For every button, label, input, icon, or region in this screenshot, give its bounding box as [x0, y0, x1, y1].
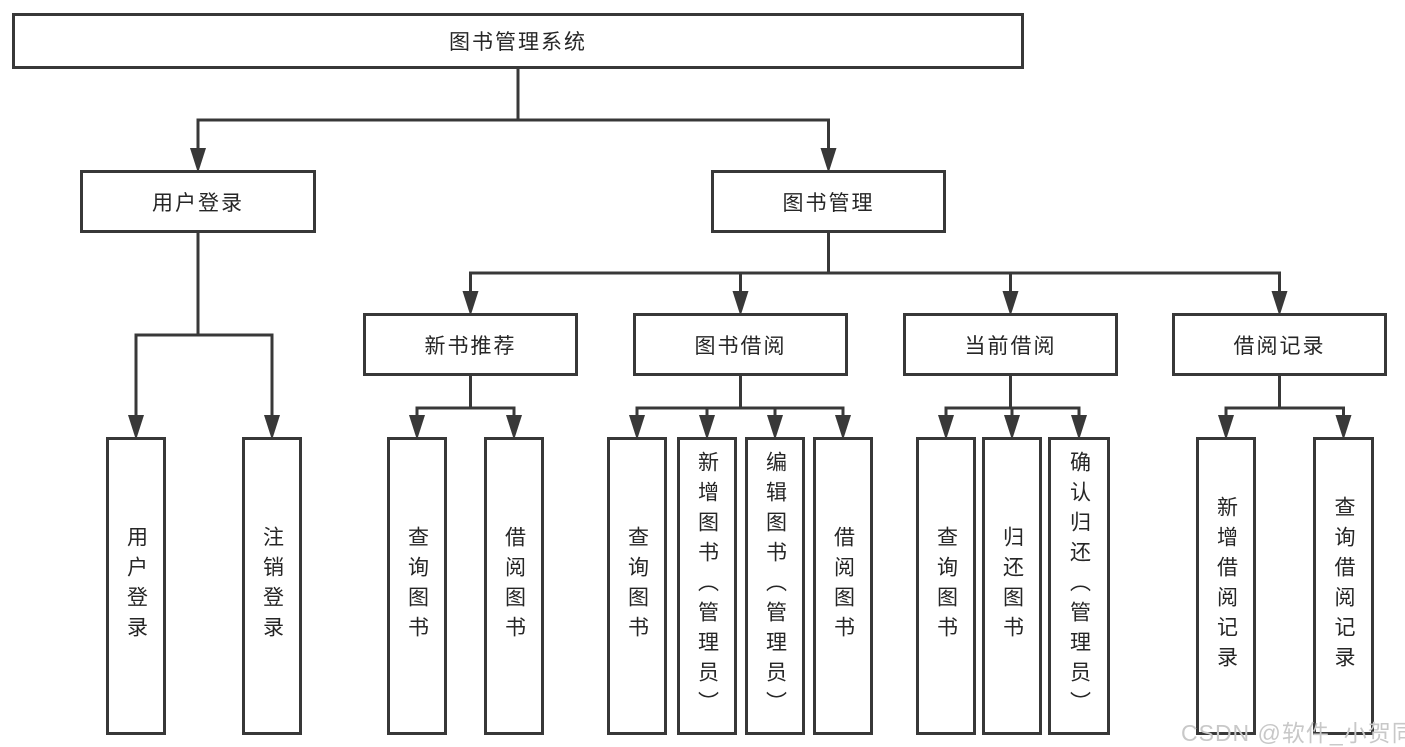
node-leaf-borrow-books-recommend: 借阅图书 [484, 437, 544, 735]
node-label-leaf-borrow-books-recommend: 借阅图书 [502, 526, 526, 646]
connector-arrowhead [409, 415, 425, 440]
node-label-borrowing-records: 借阅记录 [1233, 334, 1326, 358]
connector-arrowhead [629, 415, 645, 440]
node-label-leaf-add-borrow-record: 新增借阅记录 [1214, 496, 1238, 676]
node-leaf-query-books-recommend: 查询图书 [387, 437, 447, 735]
node-label-leaf-query-borrow-record: 查询借阅记录 [1332, 496, 1355, 676]
node-leaf-query-books-current: 查询图书 [916, 437, 976, 735]
connector-arrowhead [506, 415, 522, 440]
connector-arrowhead [190, 148, 206, 173]
node-label-book-management: 图书管理 [782, 191, 875, 215]
node-label-leaf-confirm-return-admin: 确认归还（管理员） [1067, 451, 1091, 721]
connector-arrowhead [820, 148, 837, 173]
node-leaf-query-borrow-record: 查询借阅记录 [1313, 437, 1374, 735]
csdn-watermark: CSDN @软件_小贺同学 [1181, 720, 1405, 746]
connector-arrowhead [699, 415, 715, 440]
node-label-book-borrowing: 图书借阅 [694, 334, 787, 358]
node-book-management: 图书管理 [711, 170, 946, 233]
node-borrowing-records: 借阅记录 [1172, 313, 1387, 376]
node-label-leaf-logout: 注销登录 [260, 526, 284, 646]
node-label-leaf-query-books-current: 查询图书 [934, 526, 958, 646]
connector-arrowhead [1271, 291, 1288, 316]
node-leaf-return-book: 归还图书 [982, 437, 1042, 735]
node-leaf-user-login: 用户登录 [106, 437, 166, 735]
connector-arrowhead [938, 415, 954, 440]
node-leaf-confirm-return-admin: 确认归还（管理员） [1048, 437, 1110, 735]
node-book-borrowing: 图书借阅 [633, 313, 848, 376]
node-label-new-book-recommend: 新书推荐 [424, 334, 517, 358]
connector-arrowhead [1218, 415, 1234, 440]
connector-arrowhead [1071, 415, 1087, 440]
node-label-root: 图书管理系统 [449, 31, 587, 54]
node-leaf-logout: 注销登录 [242, 437, 302, 735]
node-leaf-edit-book-admin: 编辑图书（管理员） [745, 437, 805, 735]
node-label-leaf-borrow-books-borrowing: 借阅图书 [831, 526, 855, 646]
node-label-leaf-user-login: 用户登录 [124, 526, 148, 646]
node-current-borrowing: 当前借阅 [903, 313, 1118, 376]
node-leaf-query-books-borrowing: 查询图书 [607, 437, 667, 735]
node-leaf-add-borrow-record: 新增借阅记录 [1196, 437, 1256, 735]
connector-arrowhead [128, 415, 144, 440]
node-label-leaf-add-book-admin: 新增图书（管理员） [695, 451, 719, 721]
node-leaf-add-book-admin: 新增图书（管理员） [677, 437, 737, 735]
node-label-current-borrowing: 当前借阅 [964, 334, 1057, 358]
node-label-leaf-return-book: 归还图书 [1000, 526, 1024, 646]
connector-arrowhead [1004, 415, 1020, 440]
node-label-leaf-edit-book-admin: 编辑图书（管理员） [763, 451, 787, 721]
connector-arrowhead [1002, 291, 1019, 316]
connector-arrowhead [732, 291, 749, 316]
node-label-user-login: 用户登录 [152, 191, 244, 215]
connector-arrowhead [264, 415, 280, 440]
node-label-leaf-query-books-borrowing: 查询图书 [625, 526, 649, 646]
connector-arrowhead [767, 415, 783, 440]
node-leaf-borrow-books-borrowing: 借阅图书 [813, 437, 873, 735]
connector-arrowhead [835, 415, 851, 440]
node-new-book-recommend: 新书推荐 [363, 313, 578, 376]
node-label-leaf-query-books-recommend: 查询图书 [405, 526, 429, 646]
node-root: 图书管理系统 [12, 13, 1024, 69]
connector-arrowhead [462, 291, 479, 316]
connector-arrowhead [1335, 415, 1352, 440]
node-user-login: 用户登录 [80, 170, 316, 233]
